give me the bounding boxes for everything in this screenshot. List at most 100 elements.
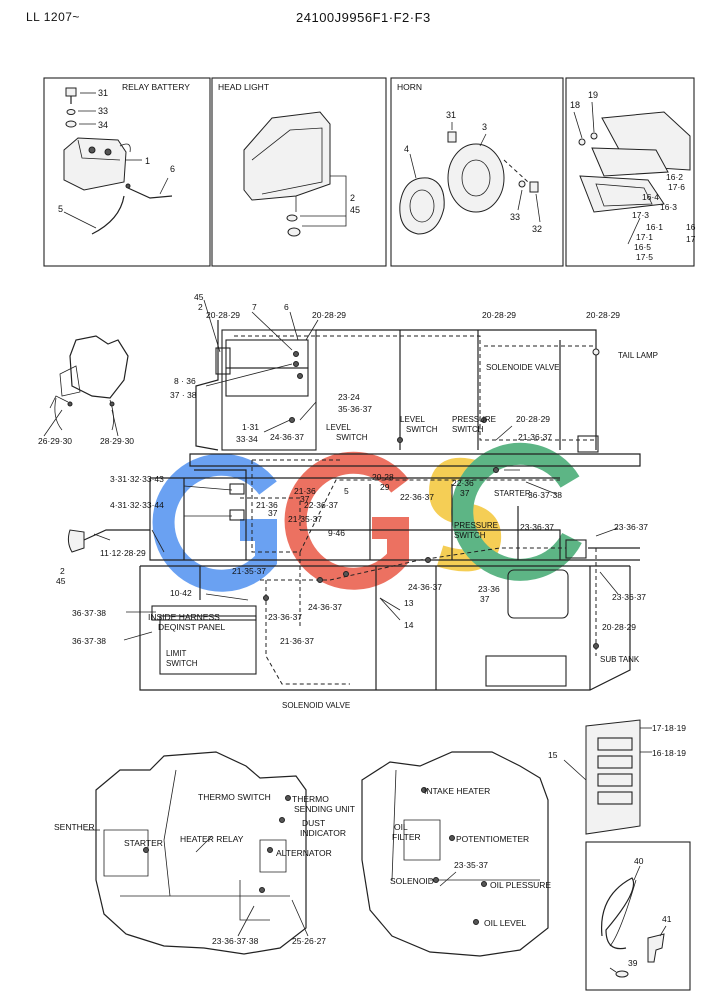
main-label-23-36-37-b: 23·36·37 bbox=[614, 522, 648, 532]
main-label-1-31: 1·31 bbox=[242, 422, 259, 432]
horn-label-33: 33 bbox=[510, 212, 520, 222]
main-label-33-34: 33·34 bbox=[236, 434, 258, 444]
panel-tail-lamp: 18 19 16·2 17·6 16·4 16·3 17·3 16·1 17·1… bbox=[565, 77, 696, 267]
panel-horn: HORN 31 3 4 33 32 bbox=[390, 77, 564, 267]
engine-label-thermo-switch: THERMO SWITCH bbox=[198, 792, 271, 802]
battery-box-detail: 15 17·18·19 16·18·19 bbox=[548, 719, 686, 835]
engine-label-25-26-27: 25·26·27 bbox=[292, 936, 326, 946]
main-label-22-36-37-a: 22·36·37 bbox=[304, 500, 338, 510]
main-label-11-12-28-29: 11·12·28·29 bbox=[100, 548, 146, 558]
tail-label-17: 17 bbox=[686, 234, 696, 244]
label-level-switch-1a: LEVEL bbox=[326, 423, 351, 432]
label-pressure-switch-2b: SWITCH bbox=[454, 531, 486, 540]
relay-label-33: 33 bbox=[98, 106, 108, 116]
tail-label-16-4: 16·4 bbox=[642, 192, 659, 202]
relay-label-1: 1 bbox=[145, 156, 150, 166]
watermark-letter-g2 bbox=[284, 451, 409, 590]
label-starter-main: STARTER bbox=[494, 489, 531, 498]
headlight-label-2: 2 bbox=[350, 193, 355, 203]
engine-label-potentiometer: POTENTIOMETER bbox=[456, 834, 529, 844]
engine-label-thermo: THERMO bbox=[292, 794, 329, 804]
panel-relay-battery: RELAY BATTERY 31 33 34 1 6 5 bbox=[43, 77, 211, 267]
engine-label-oil-plessure: OIL PLESSURE bbox=[490, 880, 551, 890]
main-label-24-36-37-c: 24·36·37 bbox=[308, 602, 342, 612]
main-label-2: 2 bbox=[198, 302, 203, 312]
main-label-14: 14 bbox=[404, 620, 414, 630]
panel-head-light: HEAD LIGHT 2 45 bbox=[211, 77, 387, 267]
tail-label-17-3: 17·3 bbox=[632, 210, 649, 220]
relay-label-34: 34 bbox=[98, 120, 108, 130]
engine-label-23-35-37: 23·35·37 bbox=[454, 860, 488, 870]
main-harness-diagram: 45 2 20·28·29 7 6 20·28·29 20·28·29 20·2… bbox=[38, 292, 658, 710]
relay-label-5: 5 bbox=[58, 204, 63, 214]
main-label-24-36-37-b: 24·36·37 bbox=[408, 582, 442, 592]
main-label-8-36: 8 · 36 bbox=[174, 376, 196, 386]
main-label-10-42: 10·42 bbox=[170, 588, 192, 598]
label-sub-tank: SUB TANK bbox=[600, 655, 640, 664]
main-label-23-24: 23·24 bbox=[338, 392, 360, 402]
main-label-20-28-29-c: 20·28·29 bbox=[482, 310, 516, 320]
watermark-logo bbox=[152, 442, 582, 592]
main-label-36-37-38-b: 36·37·38 bbox=[72, 608, 106, 618]
engine-label-solenoid: SOLENOID bbox=[390, 876, 434, 886]
tail-label-19: 19 bbox=[588, 90, 598, 100]
label-pressure-switch-1a: PRESSURE bbox=[452, 415, 496, 424]
engine-harness-diagram: THERMO SWITCH THERMO SENDING UNIT DUST I… bbox=[54, 751, 551, 957]
battery-label-17-18-19: 17·18·19 bbox=[652, 723, 686, 733]
relay-panel-title: RELAY BATTERY bbox=[122, 82, 190, 92]
engine-label-indicator: INDICATOR bbox=[300, 828, 346, 838]
engine-label-senther: SENTHER bbox=[54, 822, 95, 832]
main-label-36-37-38-a: 36·37·38 bbox=[528, 490, 562, 500]
tail-label-16-5: 16·5 bbox=[634, 242, 651, 252]
main-label-45: 45 bbox=[194, 292, 204, 302]
main-label-23-36-37-a: 23·36·37 bbox=[520, 522, 554, 532]
engine-label-oil-level: OIL LEVEL bbox=[484, 918, 526, 928]
main-label-37-38: 37 · 38 bbox=[170, 390, 197, 400]
horn-label-31: 31 bbox=[446, 110, 456, 120]
main-label-23-36: 23·36 bbox=[478, 584, 500, 594]
main-label-37-a: 37 bbox=[268, 508, 278, 518]
main-label-21-36-37-b: 21·36·37 bbox=[280, 636, 314, 646]
main-label-21-36-b: 21·36 bbox=[294, 486, 316, 496]
engine-label-starter: STARTER bbox=[124, 838, 163, 848]
main-label-2-b: 2 bbox=[60, 566, 65, 576]
engine-label-intake-heater: INTAKE HEATER bbox=[424, 786, 490, 796]
headlight-label-45: 45 bbox=[350, 205, 360, 215]
main-label-36-37-38-c: 36·37·38 bbox=[72, 636, 106, 646]
main-label-4-31-32-33-44: 4·31·32·33·44 bbox=[110, 500, 164, 510]
horn-label-4: 4 bbox=[404, 144, 409, 154]
watermark-letter-c bbox=[451, 442, 582, 581]
main-label-7: 7 bbox=[252, 302, 257, 312]
band-label-41: 41 bbox=[662, 914, 672, 924]
battery-label-16-18-19: 16·18·19 bbox=[652, 748, 686, 758]
label-tail-lamp: TAIL LAMP bbox=[618, 351, 658, 360]
label-solenoid-valve-bottom: SOLENOID VALVE bbox=[282, 701, 350, 710]
main-label-23-36-37-c: 23·36·37 bbox=[612, 592, 646, 602]
tail-label-17-6: 17·6 bbox=[668, 182, 685, 192]
engine-label-oil: OIL bbox=[394, 822, 408, 832]
main-label-20-28-29-d: 20·28·29 bbox=[586, 310, 620, 320]
label-level-switch-2b: SWITCH bbox=[406, 425, 438, 434]
engine-label-dust: DUST bbox=[302, 818, 325, 828]
main-label-45-b: 45 bbox=[56, 576, 66, 586]
main-label-20-28-29-e: 20·28·29 bbox=[516, 414, 550, 424]
main-label-21-36-a: 21·36 bbox=[256, 500, 278, 510]
main-label-21-35-37-b: 21·35·37 bbox=[232, 566, 266, 576]
main-label-37-b: 37 bbox=[300, 494, 310, 504]
main-label-28-29-30: 28·29·30 bbox=[100, 436, 134, 446]
main-label-9-46: 9·46 bbox=[328, 528, 345, 538]
main-label-26-29-30: 26·29·30 bbox=[38, 436, 72, 446]
relay-label-31: 31 bbox=[98, 88, 108, 98]
main-label-24-36-37: 24·36·37 bbox=[270, 432, 304, 442]
horn-label-32: 32 bbox=[532, 224, 542, 234]
tail-label-17-1: 17·1 bbox=[636, 232, 653, 242]
label-solenoide-valve: SOLENOIDE VALVE bbox=[486, 363, 560, 372]
main-label-20-28-29-f: 20·28·29 bbox=[602, 622, 636, 632]
engine-label-heater-relay: HEATER RELAY bbox=[180, 834, 244, 844]
engine-label-filter: FILTER bbox=[392, 832, 421, 842]
main-label-37-c: 37 bbox=[460, 488, 470, 498]
main-label-13: 13 bbox=[404, 598, 414, 608]
label-inside-harness: INSIDE HARNESS bbox=[148, 612, 220, 622]
main-label-37-d: 37 bbox=[480, 594, 490, 604]
